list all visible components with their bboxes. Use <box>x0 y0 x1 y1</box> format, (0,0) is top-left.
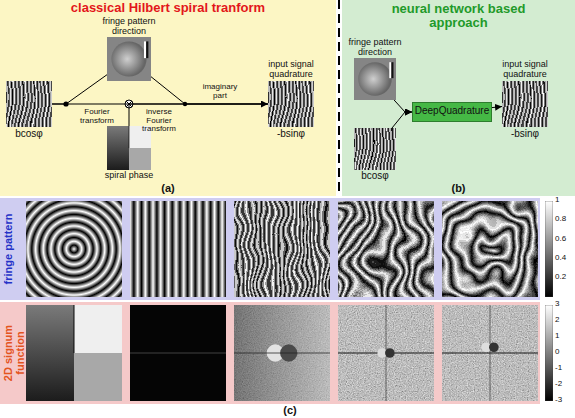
image-caption: -bsinφ <box>256 129 326 140</box>
signum-line <box>490 305 491 401</box>
image-caption: fringe pattern direction <box>94 17 164 36</box>
spiral-cut <box>129 126 130 148</box>
signum-line <box>234 353 330 354</box>
spiral-cut <box>74 305 75 353</box>
signum-image <box>26 305 122 401</box>
direction-field <box>354 58 396 100</box>
fringe-image <box>130 201 226 297</box>
signum-line <box>130 353 226 354</box>
step-label: imaginary part <box>196 83 244 100</box>
fringe-stripes <box>338 201 434 297</box>
signum-field <box>130 305 226 401</box>
fringe-image <box>338 201 434 297</box>
phase-jump <box>144 41 146 58</box>
fringe-image <box>234 201 330 297</box>
image-caption: -bsinφ <box>490 129 560 140</box>
signum-image <box>234 305 330 401</box>
fringe-image <box>354 128 396 170</box>
tick-label: 0.8 <box>555 215 573 224</box>
fringe-image <box>26 201 122 297</box>
network-box: DeepQuadrature <box>412 102 492 122</box>
direction-ring <box>111 41 146 76</box>
row-title: fringe pattern <box>3 198 15 300</box>
tick-label: -1 <box>555 364 573 373</box>
phase-jump <box>391 62 393 78</box>
tick-label: 0.4 <box>555 254 573 263</box>
image-caption: bcosφ <box>0 129 64 140</box>
panel-tag: (c) <box>260 405 320 417</box>
fringe-rings <box>442 201 538 297</box>
panel-divider <box>335 0 343 196</box>
fringe-image <box>6 81 52 127</box>
row-title: 2D signum function <box>3 302 27 404</box>
spiral-half <box>107 126 129 170</box>
quadrature-image <box>502 81 548 127</box>
fringe-stripes <box>268 81 314 127</box>
fringe-rings <box>26 201 122 297</box>
quadrature-image <box>268 81 314 127</box>
flow-symbols <box>0 0 336 196</box>
merge-dot <box>183 102 187 106</box>
signum-noise <box>234 305 330 401</box>
signum-blob <box>385 348 395 358</box>
direction-image <box>107 37 151 81</box>
fringe-stripes <box>6 81 52 127</box>
image-caption: input signal quadrature <box>490 60 560 79</box>
multiply-symbol <box>125 100 133 108</box>
direction-ring <box>358 62 392 96</box>
tick-label: 1 <box>555 332 573 341</box>
panel-title: classical Hilbert spiral tranform <box>0 1 336 15</box>
multiply-cross <box>126 101 132 107</box>
direction-image <box>354 58 396 100</box>
colorbar-ramp <box>545 201 553 297</box>
spiral-quadrant <box>74 305 122 353</box>
network-name: DeepQuadrature <box>413 106 491 117</box>
phase-jump <box>389 62 391 78</box>
fringe-stripes <box>130 201 226 297</box>
colorbar <box>545 305 553 401</box>
spiral-half <box>26 305 74 401</box>
tick-label: 0.6 <box>555 235 573 244</box>
tick-label: 2 <box>555 316 573 325</box>
image-caption: fringe pattern direction <box>340 38 410 57</box>
tick-label: 3 <box>555 300 573 309</box>
panel-tag: (b) <box>342 183 575 195</box>
tick-label: -3 <box>555 396 573 405</box>
step-label: Fourier transform <box>70 108 124 125</box>
image-caption: spiral phase <box>89 171 169 181</box>
fringe-stripes <box>234 201 330 297</box>
signum-image <box>130 305 226 401</box>
colorbar-ramp <box>545 305 553 401</box>
signum-blob <box>489 342 499 352</box>
signum-image <box>338 305 434 401</box>
signum-field <box>234 305 330 401</box>
image-caption: input signal quadrature <box>256 60 326 79</box>
signum-image <box>442 305 538 401</box>
step-label: inverse Fourier transform <box>134 108 184 134</box>
phase-jump <box>146 41 148 58</box>
split-dot <box>63 101 68 106</box>
direction-field <box>107 37 151 81</box>
tick-label: 0.2 <box>555 273 573 282</box>
panel-title: neural network based approach <box>372 2 545 30</box>
fringe-stripes <box>502 81 548 127</box>
dashed-line <box>338 0 340 196</box>
spiral-quadrant <box>129 148 151 170</box>
spiral-quadrant <box>74 353 122 401</box>
tick-label: -2 <box>555 380 573 389</box>
signum-noise <box>338 305 434 401</box>
tick-label: 1 <box>555 196 573 205</box>
fringe-stripes <box>354 128 396 170</box>
tick-label: 0 <box>555 348 573 357</box>
signum-noise <box>442 305 538 401</box>
colorbar <box>545 201 553 297</box>
image-caption: bcosφ <box>340 171 410 182</box>
panel-tag: (a) <box>0 183 336 195</box>
fringe-image <box>442 201 538 297</box>
